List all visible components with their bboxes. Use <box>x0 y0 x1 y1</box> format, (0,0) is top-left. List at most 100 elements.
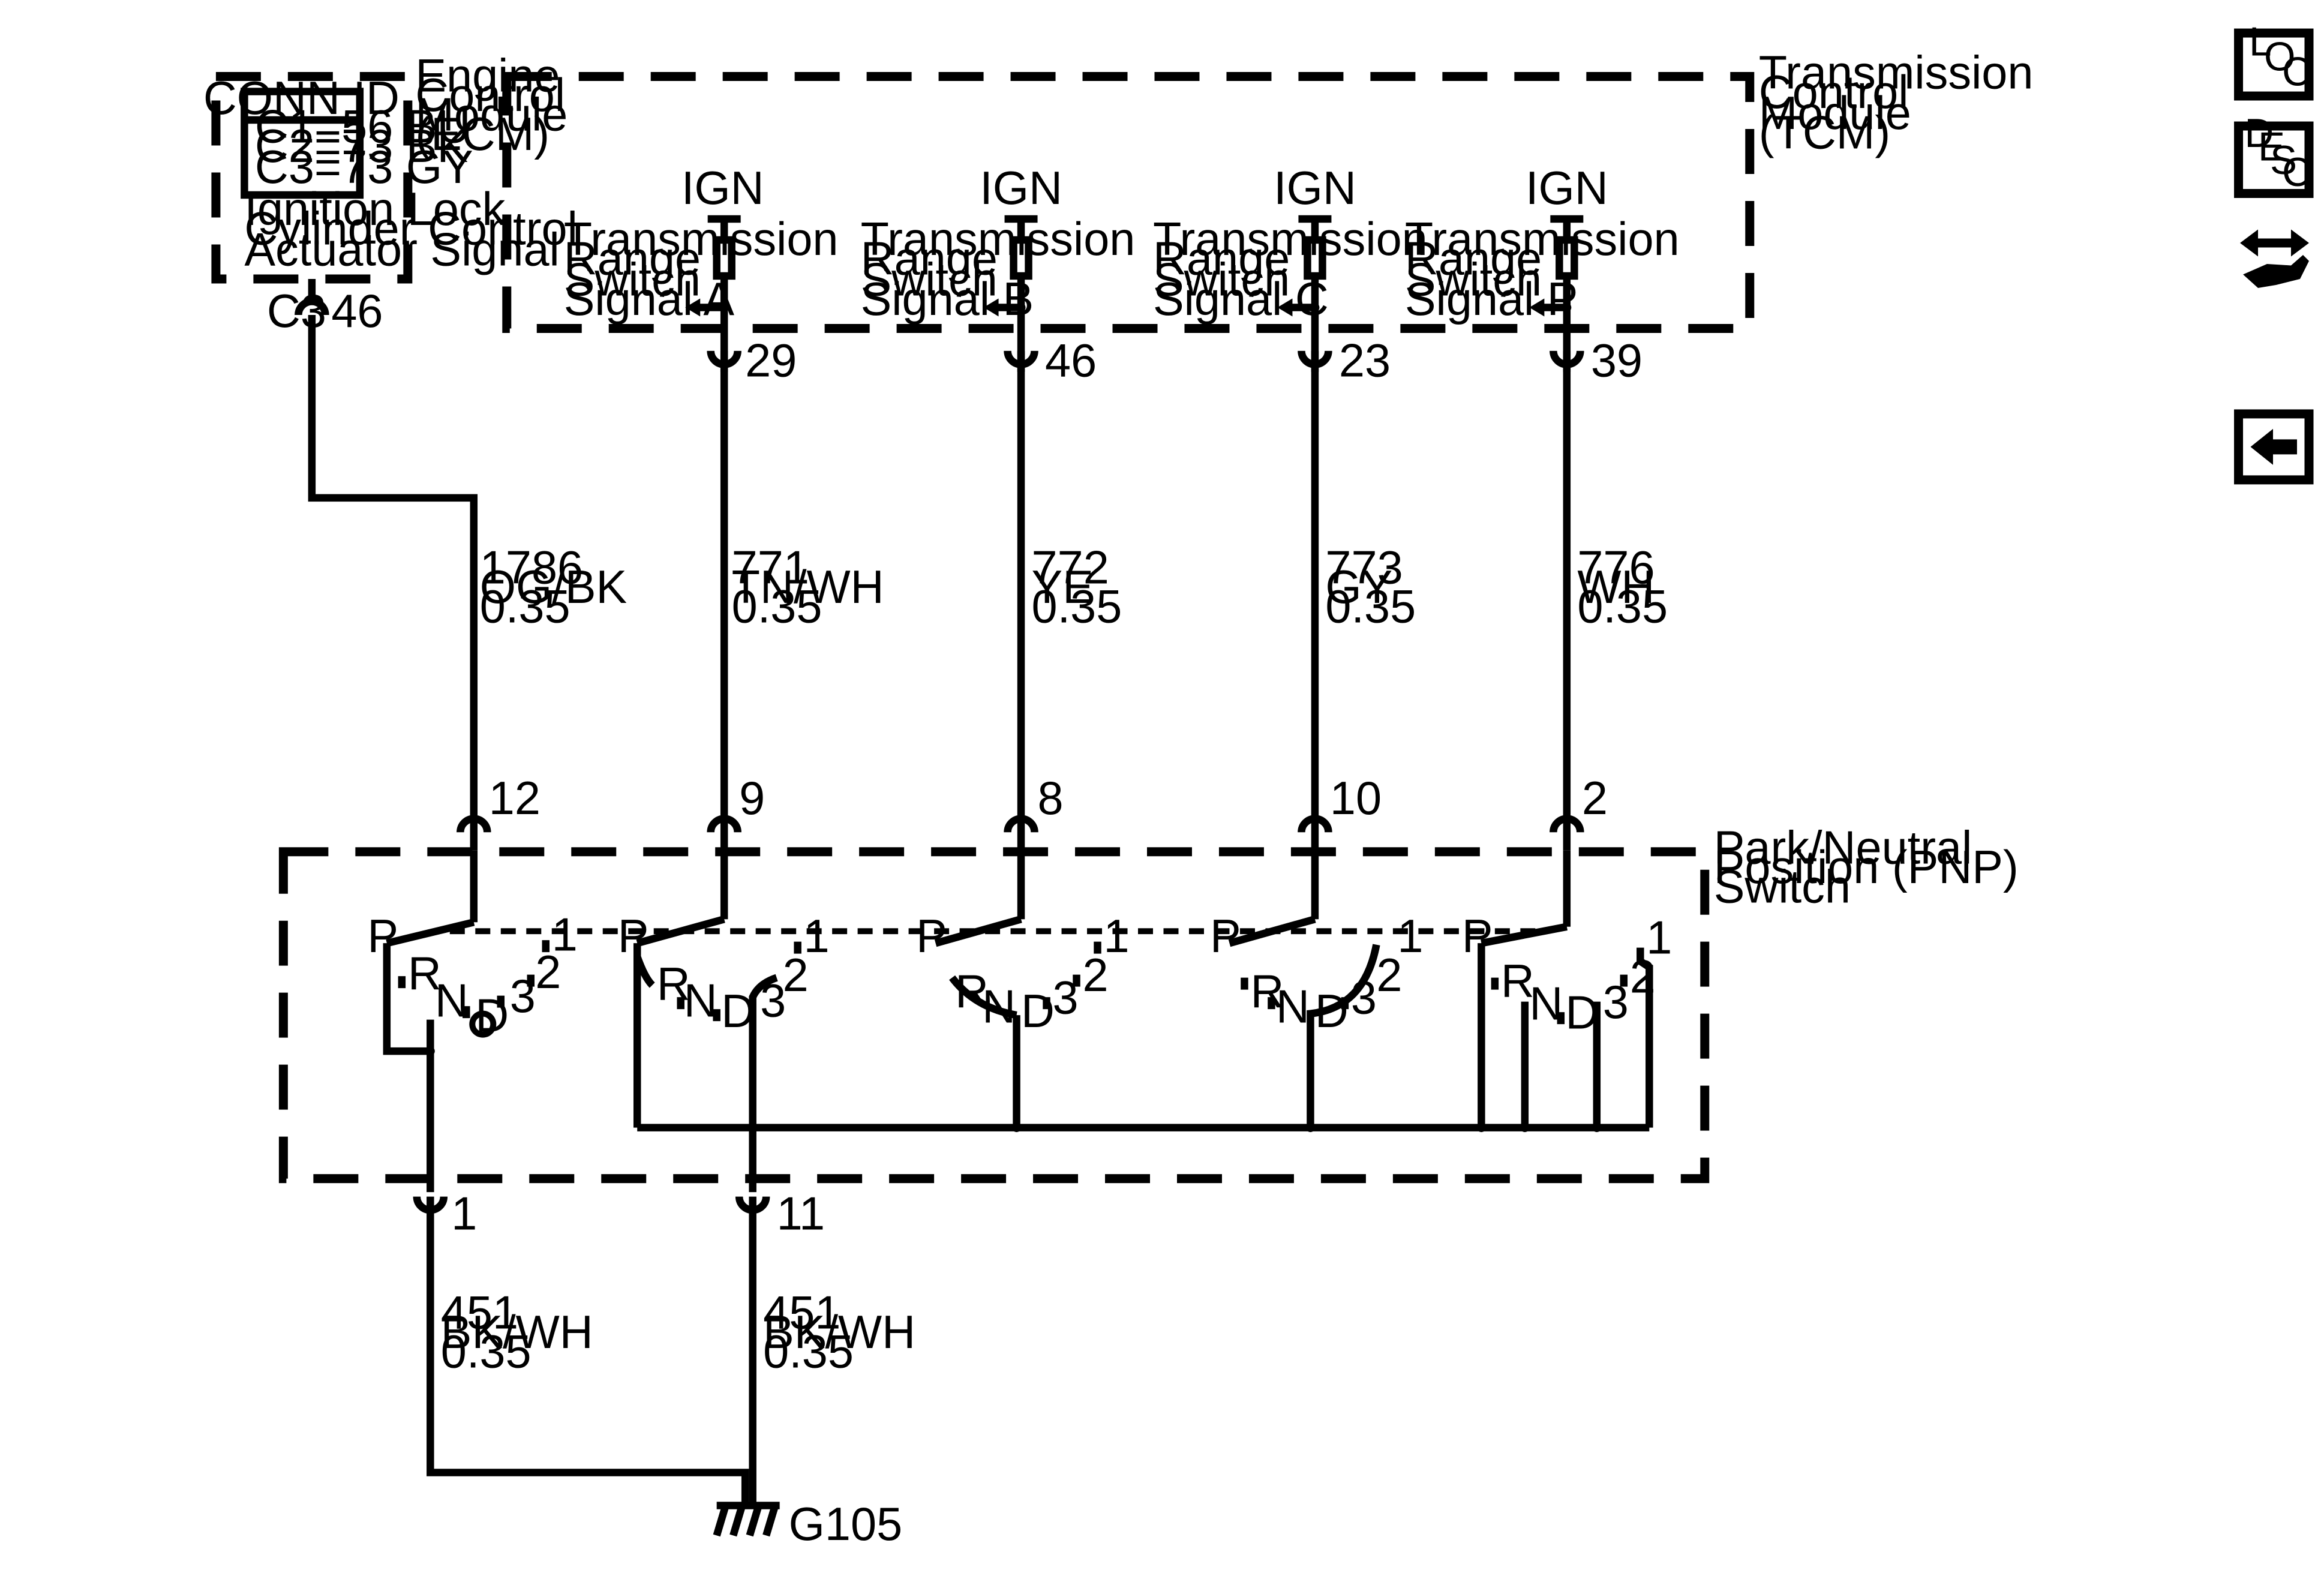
wire-1786-color: OG/BK <box>480 562 627 613</box>
tcm-pin-29: 29 <box>745 335 797 386</box>
pnp-switch-box <box>278 847 1710 1184</box>
ecm-connector-id: C3 <box>267 286 326 337</box>
svg-text:1: 1 <box>1104 911 1130 962</box>
svg-text:Range: Range <box>1153 233 1290 284</box>
svg-text:Transmission: Transmission <box>1153 214 1428 265</box>
ecm-name-3: Module <box>415 89 568 141</box>
wire-776-color: WH <box>1577 562 1655 613</box>
ign-label: IGN <box>1274 163 1356 214</box>
svg-text:P: P <box>1462 911 1493 962</box>
svg-text:1: 1 <box>804 911 830 962</box>
pnp-section-2: P R N D 3 2 1 <box>618 850 830 1128</box>
svg-text:Signal P: Signal P <box>1405 274 1578 325</box>
tcm-name-1: Transmission <box>1759 47 2034 99</box>
back-arrow-icon <box>2250 428 2298 465</box>
svg-text:D: D <box>2245 111 2274 156</box>
wire-773-color: GY <box>1325 562 1392 613</box>
wire-771-circuit: 771 <box>732 542 809 593</box>
connector-hand-button[interactable] <box>2240 229 2310 288</box>
svg-text:2: 2 <box>783 950 809 1001</box>
tcm-name-4: (TCM) <box>1759 107 1890 159</box>
pnp-pin-9: 9 <box>739 773 765 824</box>
pnp-pin-1: 1 <box>451 1188 477 1240</box>
svg-text:2: 2 <box>1630 951 1656 1003</box>
wire-773-gauge: 0.35 <box>1325 581 1416 632</box>
svg-text:L: L <box>2249 20 2272 65</box>
svg-text:C: C <box>2282 150 2311 195</box>
wire-773-circuit: 773 <box>1325 542 1403 593</box>
svg-text:Range: Range <box>564 233 701 284</box>
svg-text:R: R <box>1501 956 1535 1007</box>
pnp-top-connectors: 12 9 8 10 2 <box>457 773 1608 851</box>
pnp-pin-8: 8 <box>1038 773 1064 824</box>
tcm-name-3: Module <box>1759 88 1911 139</box>
svg-text:N: N <box>684 975 717 1027</box>
tcm-signal-b: IGN Transmission Range Switch Signal B 4… <box>861 163 1136 386</box>
ecm-signal-3: Actuator Signal <box>244 224 559 275</box>
svg-text:Signal C: Signal C <box>1153 274 1329 325</box>
wire-772-color: YE <box>1032 562 1094 613</box>
ecm-box <box>211 72 413 284</box>
svg-text:Switch: Switch <box>1153 254 1290 305</box>
svg-text:3: 3 <box>1053 972 1079 1024</box>
svg-text:Switch: Switch <box>1405 254 1542 305</box>
svg-text:N: N <box>435 975 469 1027</box>
svg-text:Signal B: Signal B <box>861 274 1034 325</box>
ign-label: IGN <box>980 163 1062 214</box>
ground-wire-2-color: BK/WH <box>763 1307 915 1358</box>
svg-text:2: 2 <box>535 947 561 998</box>
loc-button[interactable]: L O C <box>2234 20 2314 101</box>
svg-text:D: D <box>1021 986 1055 1037</box>
svg-text:Range: Range <box>861 233 998 284</box>
ground-wire-2-circuit: 451 <box>763 1287 840 1339</box>
ecm-signal-1: Ignition Lock <box>244 184 505 235</box>
desc-button[interactable]: D E S C <box>2234 111 2314 199</box>
back-frame <box>2234 409 2314 485</box>
svg-text:N: N <box>1276 981 1310 1033</box>
svg-text:P: P <box>1210 911 1241 962</box>
ign-label: IGN <box>681 163 764 214</box>
conn-id-c2: C2=73 BK <box>255 121 468 172</box>
svg-text:1: 1 <box>1397 911 1423 962</box>
pnp-bottom-connectors: 1 11 <box>413 1188 825 1240</box>
svg-text:D: D <box>1315 986 1349 1037</box>
svg-text:P: P <box>367 911 398 962</box>
pnp-section-5: P R N D 3 2 1 <box>1462 850 1672 1128</box>
wire-1786-gauge: 0.35 <box>480 581 571 632</box>
ecm-signal-2: Cylinder Control <box>244 203 577 254</box>
wire-776-gauge: 0.35 <box>1577 581 1668 632</box>
svg-text:D: D <box>1565 987 1599 1039</box>
ground-wire-1-color: BK/WH <box>441 1307 593 1358</box>
pnp-section-1: P R N D 3 2 1 <box>367 850 578 1193</box>
pnp-pin-2: 2 <box>1582 773 1608 824</box>
svg-text:3: 3 <box>510 971 536 1022</box>
svg-text:1: 1 <box>1646 912 1672 964</box>
conn-id-table <box>241 88 364 199</box>
tcm-pin-46: 46 <box>1045 335 1097 386</box>
tcm-box <box>502 72 1755 333</box>
svg-text:O: O <box>2264 35 2295 80</box>
svg-text:Transmission: Transmission <box>1405 214 1680 265</box>
ground-wire-1-gauge: 0.35 <box>441 1326 532 1378</box>
conn-id-title: CONN ID <box>203 73 400 124</box>
pnp-section-4: P R N D 3 2 1 <box>1210 850 1423 1128</box>
svg-text:Transmission: Transmission <box>564 214 839 265</box>
ecm-name-4: (ECM) <box>415 109 550 160</box>
svg-text:R: R <box>1250 966 1284 1018</box>
ground-id: G105 <box>789 1499 903 1550</box>
svg-text:P: P <box>916 911 947 962</box>
svg-text:3: 3 <box>760 975 786 1027</box>
wire-1786-circuit: 1786 <box>480 542 583 593</box>
svg-text:2: 2 <box>1376 950 1402 1001</box>
tcm-name-2: Control <box>1759 67 1909 118</box>
svg-text:R: R <box>955 966 989 1018</box>
svg-text:1: 1 <box>552 909 578 961</box>
back-button[interactable] <box>2234 409 2314 485</box>
svg-text:N: N <box>982 981 1016 1033</box>
tcm-signal-a: IGN Transmission Range Switch Signal A 2… <box>564 163 839 386</box>
loc-icon <box>2234 28 2314 101</box>
tcm-signal-p: IGN Transmission Range Switch Signal P 3… <box>1405 163 1680 386</box>
wire-772-circuit: 772 <box>1032 542 1109 593</box>
tcm-pin-39: 39 <box>1591 335 1643 386</box>
